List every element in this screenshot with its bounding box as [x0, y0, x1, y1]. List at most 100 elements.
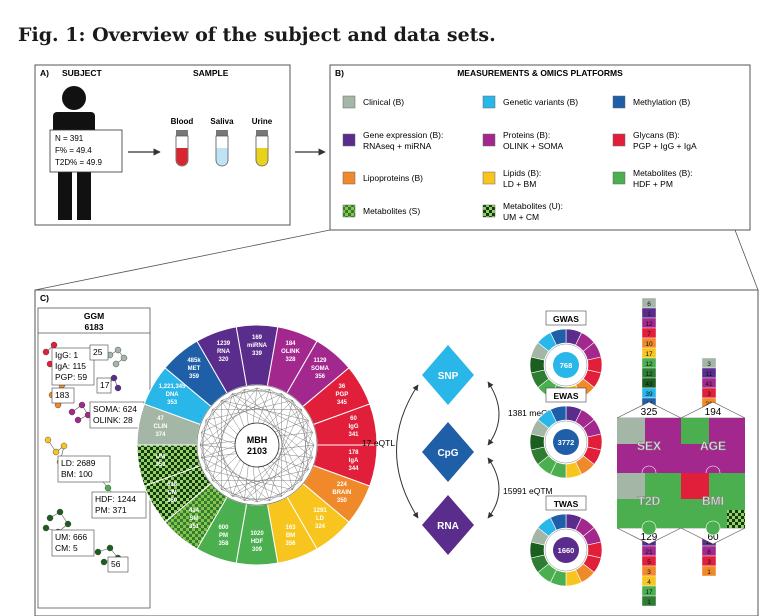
donut-label-cm-0: 618 — [167, 482, 178, 488]
legend-label-8-0: Metabolites (B): — [633, 168, 693, 178]
donut-label-hdf-0: 1020 — [250, 531, 264, 537]
eqtl-label: 17 eQTL — [362, 438, 395, 448]
ggm-label-box-6 — [91, 491, 147, 519]
meqtl-label: 1381 meQTL — [508, 408, 558, 418]
assoc-title-ewas: EWAS — [553, 391, 578, 401]
assoc-title-box-2 — [545, 495, 587, 511]
ggm-node-7-0 — [46, 514, 54, 522]
stat-n: N = 391 — [55, 134, 84, 143]
panel-a-frame — [34, 64, 291, 226]
ggm-node-1-2 — [120, 354, 128, 362]
stat-t2d: T2D% = 49.9 — [55, 158, 102, 167]
ggm-node-5-2 — [60, 442, 68, 450]
left-bottom-column-val-4: 3 — [647, 569, 651, 576]
puzzle-label-bmi: BMI — [702, 494, 724, 508]
donut-label-clin-2: 374 — [155, 432, 166, 438]
legend-label-8-1: HDF + PM — [633, 179, 673, 189]
figure-title: Fig. 1: Overview of the subject and data… — [18, 24, 496, 46]
donut-label-rna-2: 320 — [218, 357, 229, 363]
ggm-node-7-2 — [64, 520, 72, 528]
donut-web-6-24 — [269, 400, 293, 501]
left-top-column-val-4: 10 — [645, 341, 653, 348]
donut-label-mirna-0: 169 — [252, 335, 263, 341]
puzzle-piece-accent-2 — [617, 473, 645, 499]
ggm-label-7: OLINK: 28 — [93, 415, 133, 425]
tube-cap-1 — [216, 130, 228, 136]
donut-label-um-0: UM — [156, 454, 165, 460]
donut-label-ld-1: LD — [316, 516, 325, 522]
donut-web-0-23 — [281, 393, 315, 446]
ggm-label-box-3 — [51, 387, 75, 404]
right-bottom-column-val-3: 3 — [707, 559, 711, 566]
donut-web-7-25 — [256, 409, 302, 503]
donut-label-clin-1: CLIN — [153, 424, 167, 430]
legend-label-6-0: Lipoproteins (B) — [363, 173, 423, 183]
legend-label-2-0: Methylation (B) — [633, 97, 690, 107]
legend-swatch-7 — [482, 171, 496, 185]
ggm-label-box-1 — [89, 344, 109, 361]
legend-swatch-9 — [342, 204, 356, 218]
legend-label-9-0: Metabolites (S) — [363, 206, 420, 216]
left-bottom-column-val-2: 21 — [645, 549, 653, 556]
legend-swatch-5 — [612, 133, 626, 147]
donut-label-bm-2: 356 — [286, 541, 297, 547]
donut-label-iga-1: IgA — [349, 458, 359, 464]
puzzle-knob-2 — [641, 520, 657, 536]
left-top-column-val-7: 12 — [645, 371, 653, 378]
donut-web-14-22 — [199, 389, 270, 446]
legend-swatch-0 — [342, 95, 356, 109]
subject-heading: SUBJECT — [62, 68, 102, 78]
donut-label-sm-2: 351 — [189, 524, 200, 530]
donut-label-iga-0: 178 — [349, 450, 360, 456]
platform-legend: Clinical (B)Genetic variants (B)Methylat… — [342, 95, 697, 222]
legend-swatch-3 — [342, 133, 356, 147]
legend-label-4-0: Proteins (B): — [503, 130, 550, 140]
donut-label-cm-2: 360 — [167, 498, 178, 504]
left-bottom-column-val-7: 1 — [647, 599, 651, 606]
donut-label-mirna-1: miRNA — [247, 343, 268, 349]
panel-b-heading: MEASUREMENTS & OMICS PLATFORMS — [457, 68, 623, 78]
ggm-label-box-0 — [51, 347, 95, 386]
legend-swatch-8 — [612, 171, 626, 185]
bmi-count: 60 — [707, 532, 719, 543]
legend-label-5-1: PGP + IgG + IgA — [633, 141, 697, 151]
donut-label-met-2: 359 — [189, 374, 200, 380]
left-top-column-val-1: 1 — [647, 311, 651, 318]
age-count: 194 — [705, 407, 722, 418]
donut-web-2-25 — [301, 409, 309, 470]
donut-label-igg-1: IgG — [349, 424, 359, 430]
ggm-title: GGM — [84, 311, 104, 321]
assoc-seg-0-13 — [549, 328, 567, 346]
ggm-label-box-2 — [96, 377, 112, 394]
right-bottom-column-val-1: 13 — [705, 539, 713, 546]
legend-swatch-1 — [482, 95, 496, 109]
legend-swatch-2 — [612, 95, 626, 109]
left-top-column-val-8: 43 — [645, 381, 653, 388]
ggm-label-14: 56 — [111, 559, 121, 569]
donut-web-19-27 — [232, 393, 313, 433]
donut-label-ld-0: 1291 — [313, 508, 327, 514]
donut-label-rna-0: 1239 — [217, 341, 231, 347]
donut-web-18-26 — [221, 400, 309, 421]
ggm-node-1-1 — [114, 346, 122, 354]
right-top-column-val-3: 3 — [707, 391, 711, 398]
ggm-label-8: LD: 2689 — [61, 458, 96, 468]
ggm-node-4-3 — [74, 416, 82, 424]
donut-web-11-19 — [212, 393, 233, 481]
puzzle-piece-accent-3 — [681, 473, 709, 499]
donut-label-ld-2: 324 — [315, 524, 326, 530]
donut-label-hdf-1: HDF — [251, 539, 264, 545]
ggm-node-8-0 — [94, 548, 102, 556]
donut-label-dna-1: DNA — [166, 392, 180, 398]
donut-label-soma-2: 356 — [315, 374, 326, 380]
legend-label-1-0: Genetic variants (B) — [503, 97, 578, 107]
left-top-column-val-3: 7 — [647, 331, 651, 338]
left-bottom-column-cell-7 — [641, 595, 657, 607]
ggm-label-box-8 — [107, 556, 129, 573]
donut-web-9-27 — [232, 432, 313, 497]
left-top-column-val-6: 12 — [645, 361, 653, 368]
right-bottom-column-val-4: 1 — [707, 569, 711, 576]
donut-label-brain-1: BRAIN — [332, 490, 351, 496]
